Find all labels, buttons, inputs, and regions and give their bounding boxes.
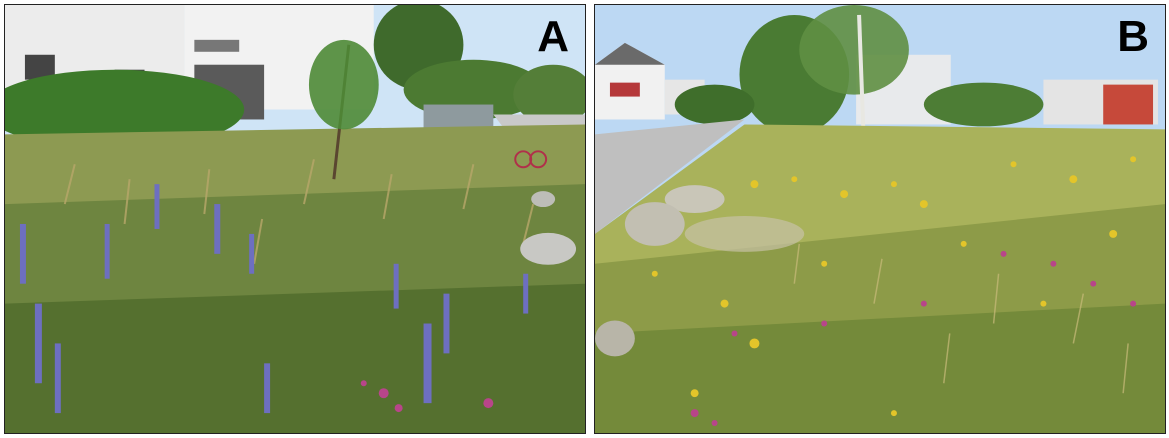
meadow-photo-a <box>5 5 585 433</box>
rock <box>531 191 556 208</box>
photo-panel-b: B <box>594 4 1166 434</box>
pink-flowers <box>690 250 1137 427</box>
pink-flowers <box>360 380 494 413</box>
rock <box>520 232 577 265</box>
dry-grass <box>793 243 1129 394</box>
meadow-near <box>5 283 585 433</box>
birch-tree <box>799 5 909 95</box>
rock <box>595 320 635 357</box>
young-tree-crown <box>308 39 379 130</box>
meadow-near <box>595 303 1165 433</box>
bare-patch <box>684 216 805 252</box>
rock <box>664 185 725 214</box>
hedge <box>674 84 755 125</box>
red-shutters <box>609 82 640 97</box>
rock <box>624 202 685 246</box>
roof <box>595 42 665 65</box>
panel-label-b: B <box>1117 12 1149 61</box>
tree-line <box>923 82 1044 127</box>
hedge <box>5 69 245 150</box>
panel-label-a: A <box>537 12 569 61</box>
tree-line <box>513 64 585 125</box>
dry-grass <box>63 159 535 264</box>
meadow-photo-b <box>595 5 1165 433</box>
red-facade <box>1103 84 1154 125</box>
balcony <box>194 39 240 52</box>
photo-panel-a: A <box>4 4 586 434</box>
yellow-flowers <box>651 156 1137 417</box>
blue-flowers <box>19 184 529 414</box>
